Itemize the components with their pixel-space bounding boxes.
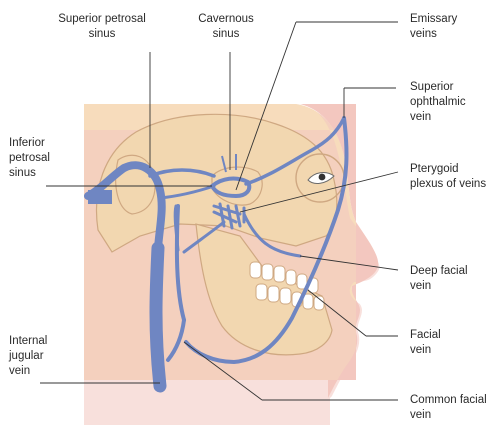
label-superior-petrosal-sinus: Superior petrosal sinus	[42, 12, 162, 42]
label-emissary-veins: Emissary veins	[410, 12, 457, 42]
label-superior-ophthalmic-vein: Superior ophthalmic vein	[410, 80, 466, 125]
sinus-stub	[88, 190, 112, 204]
label-deep-facial-vein: Deep facial vein	[410, 264, 468, 294]
label-pterygoid-plexus: Pterygoid plexus of veins	[410, 162, 486, 192]
label-internal-jugular-vein: Internal jugular vein	[9, 334, 47, 379]
label-common-facial-vein: Common facial vein	[410, 393, 487, 423]
label-cavernous-sinus: Cavernous sinus	[186, 12, 266, 42]
label-facial-vein: Facial vein	[410, 328, 441, 358]
internal-jugular-vein	[156, 248, 160, 386]
label-inferior-petrosal-sinus: Inferior petrosal sinus	[9, 136, 50, 181]
eye-pupil	[319, 174, 326, 181]
